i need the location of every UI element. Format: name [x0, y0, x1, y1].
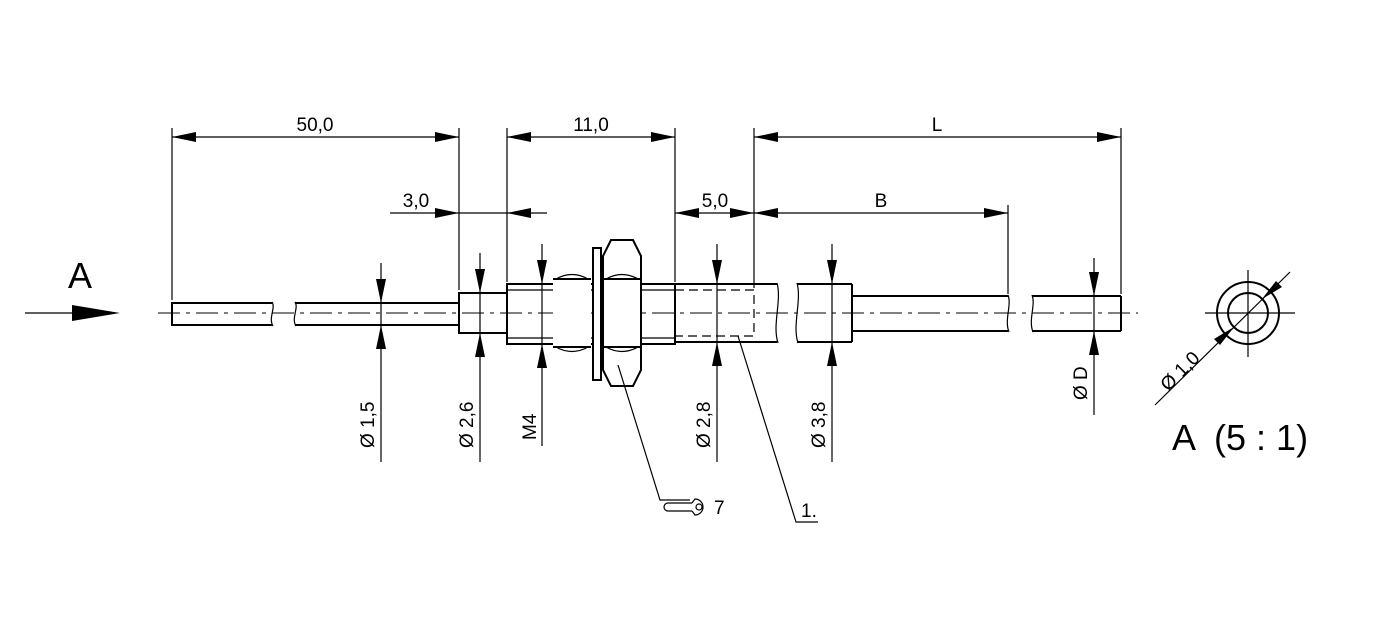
view-arrow-label: A [68, 255, 92, 296]
extension-lines [171, 128, 1122, 300]
dim-l-label: L [932, 115, 943, 136]
dim-d26: Ø 2,6 [457, 253, 485, 462]
dim-d15: Ø 1,5 [358, 263, 386, 462]
hex-nut-right [602, 239, 642, 387]
dim-d28-label: Ø 2,8 [694, 402, 715, 448]
dim-d26-label: Ø 2,6 [457, 402, 478, 448]
dim-b-label: B [875, 191, 888, 212]
dim-d38-label: Ø 3,8 [809, 402, 830, 448]
fibre-end [1030, 294, 1122, 333]
dim-50: 50,0 [172, 115, 459, 142]
dim-d15-label: Ø 1,5 [358, 402, 379, 448]
fibre-left [171, 301, 459, 327]
callout-item: 1. [737, 335, 818, 523]
wrench-size-label: 7 [714, 498, 725, 519]
dim-5-label: 5,0 [702, 191, 728, 212]
dim-d28: Ø 2,8 [694, 244, 722, 462]
dim-5: 5,0 [675, 191, 754, 218]
dim-dd-label: Ø D [1071, 366, 1092, 400]
dim-3-label: 3,0 [403, 191, 429, 212]
dim-3: 3,0 [390, 191, 547, 218]
detail-view-a: Ø 1,0 A (5 : 1) [1154, 270, 1308, 458]
detail-diameter-label: Ø 1,0 [1157, 348, 1205, 396]
view-arrow-a: A [25, 255, 120, 321]
dim-m4: M4 [520, 244, 547, 446]
dim-d38: Ø 3,8 [809, 244, 837, 462]
tube [674, 282, 780, 344]
cable [795, 282, 1010, 344]
dim-l: L [754, 115, 1121, 142]
dim-b: B [754, 191, 1008, 218]
dim-11: 11,0 [507, 115, 675, 142]
washer [592, 247, 602, 381]
wrench-icon [663, 498, 704, 516]
dim-11-label: 11,0 [573, 115, 609, 136]
item-label: 1. [801, 501, 817, 522]
dim-m4-label: M4 [520, 413, 541, 440]
dim-50-label: 50,0 [297, 115, 334, 136]
detail-scale-label: A (5 : 1) [1172, 417, 1308, 458]
hex-nut-left [553, 240, 591, 386]
dim-dd: Ø D [1071, 258, 1099, 415]
callout-wrench: 7 [617, 364, 725, 519]
